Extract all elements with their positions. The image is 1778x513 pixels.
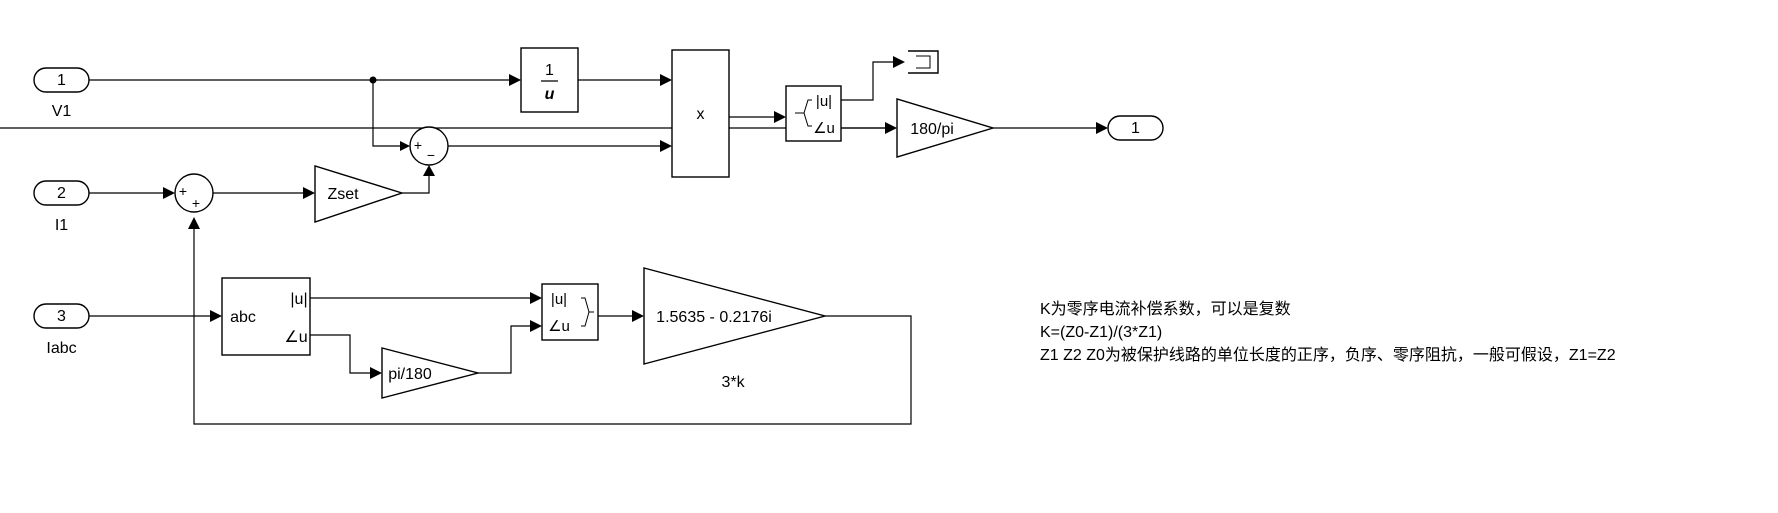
arrow-head (774, 111, 786, 123)
ma2c-mag-label: |u| (551, 291, 567, 308)
inport-2-label: I1 (55, 217, 68, 234)
inport-3-label: Iabc (46, 340, 76, 357)
sum-top-sign-plus: + (414, 137, 422, 153)
wire-zset-to-sum-top[interactable] (402, 176, 430, 194)
signal-lines (0, 56, 1108, 425)
abc-to-polar-block[interactable]: abc |u| ∠u (221, 277, 311, 356)
arrow-head (530, 320, 542, 332)
abc-input-label: abc (230, 309, 256, 326)
inport-2[interactable]: 2 I1 (33, 180, 90, 234)
arrow-head (530, 292, 542, 304)
abc-angle-label: ∠u (284, 329, 307, 346)
wire-mag-to-terminator[interactable] (841, 61, 893, 101)
mux-icon (581, 297, 594, 327)
reciprocal-denominator: u (545, 86, 555, 103)
arrow-head (423, 165, 435, 176)
abc-mag-label: |u| (290, 291, 307, 308)
wire-gain-to-ma2c[interactable] (478, 325, 530, 374)
arrow-head (660, 140, 672, 152)
reciprocal-block[interactable]: 1 u (520, 47, 579, 113)
terminator-icon (916, 55, 931, 69)
arrow-head (660, 74, 672, 86)
arrow-head (885, 122, 897, 134)
arrow-head (509, 74, 521, 86)
ma2c-angle-label: ∠u (548, 318, 570, 335)
mag-angle-to-complex-block[interactable]: |u| ∠u (541, 283, 599, 341)
k-gain-block[interactable]: 1.5635 - 0.2176i 3*k (643, 267, 828, 391)
annotation-notes: K为零序电流补偿系数，可以是复数 K=(Z0-Z1)/(3*Z1) Z1 Z2 … (1040, 300, 1616, 364)
note-line-1: K为零序电流补偿系数，可以是复数 (1040, 300, 1291, 318)
inport-1[interactable]: 1 V1 (33, 67, 90, 120)
k-gain-label: 1.5635 - 0.2176i (656, 309, 772, 326)
inport-3[interactable]: 3 Iabc (33, 303, 90, 357)
arrow-head (893, 56, 905, 68)
wire-kgain-to-sum-left[interactable] (193, 229, 912, 425)
c2ma-mag-label: |u| (816, 93, 832, 110)
sum-left-sign-plus-1: + (179, 183, 187, 199)
outport-1-number: 1 (1131, 120, 1140, 137)
arrow-head (1096, 122, 1108, 134)
arrow-head (370, 367, 382, 379)
reciprocal-numerator: 1 (545, 62, 554, 79)
product-block[interactable]: x (671, 49, 730, 178)
inport-1-label: V1 (52, 103, 72, 120)
arrow-head (400, 141, 410, 151)
inport-3-number: 3 (57, 308, 66, 325)
c2ma-angle-label: ∠u (813, 120, 835, 137)
k-gain-name: 3*k (721, 374, 745, 391)
arrow-head (188, 217, 200, 229)
arrow-head (303, 187, 315, 199)
rad-to-deg-gain-block[interactable]: 180/pi (896, 98, 996, 158)
sum-top-sign-minus: − (427, 147, 435, 163)
note-line-3: Z1 Z2 Z0为被保护线路的单位长度的正序，负序、零序阻抗，一般可假设，Z1=… (1040, 346, 1616, 364)
complex-to-mag-angle-block[interactable]: |u| ∠u (785, 85, 842, 142)
note-line-2: K=(Z0-Z1)/(3*Z1) (1040, 324, 1162, 341)
arrow-head (210, 310, 222, 322)
deg-to-rad-gain-block[interactable]: pi/180 (381, 347, 481, 399)
deg-to-rad-label: pi/180 (388, 366, 432, 383)
sum-block-left[interactable]: + + (174, 173, 214, 213)
outport-1[interactable]: 1 (1107, 115, 1164, 141)
arrow-head (163, 187, 175, 199)
rad-to-deg-label: 180/pi (910, 121, 954, 138)
sum-block-top[interactable]: + − (409, 126, 449, 166)
wire-abc-angle-to-gain[interactable] (310, 334, 370, 374)
terminator-block[interactable] (908, 50, 939, 74)
zset-gain-block[interactable]: Zset (314, 165, 405, 223)
demux-icon (795, 99, 812, 127)
inport-2-number: 2 (57, 185, 66, 202)
inport-1-number: 1 (57, 72, 66, 89)
sum-left-sign-plus-2: + (192, 195, 200, 211)
wire-in1-to-sum-top[interactable] (372, 80, 400, 147)
product-label: x (697, 106, 705, 123)
zset-gain-label: Zset (327, 186, 359, 203)
arrow-head (632, 310, 644, 322)
